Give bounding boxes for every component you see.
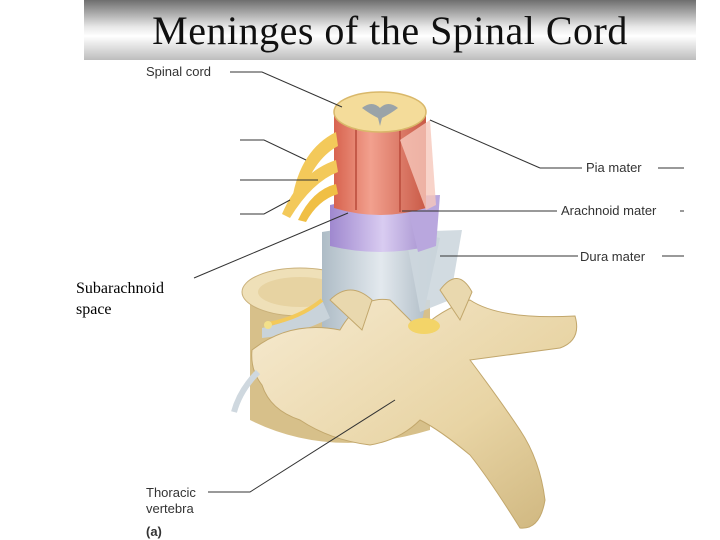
side-label-line2: space (76, 301, 112, 318)
label-dura-mater: Dura mater (580, 249, 646, 264)
label-vertebra: vertebra (146, 501, 194, 516)
side-label-line1: Subarachnoid (76, 280, 164, 297)
subarachnoid-space-label: Subarachnoid space (76, 278, 216, 320)
vertebral-arch (231, 278, 578, 529)
panel-letter: (a) (146, 524, 162, 539)
label-thoracic: Thoracic (146, 485, 196, 500)
slide-title: Meninges of the Spinal Cord (152, 7, 628, 53)
title-bar: Meninges of the Spinal Cord (84, 0, 696, 60)
nerve-roots (264, 132, 338, 329)
spinal-cord-column (333, 91, 436, 215)
label-arachnoid-mater: Arachnoid mater (561, 203, 657, 218)
label-pia-mater: Pia mater (586, 160, 642, 175)
leader-lines (193, 71, 684, 493)
label-spinal-cord: Spinal cord (146, 64, 211, 79)
